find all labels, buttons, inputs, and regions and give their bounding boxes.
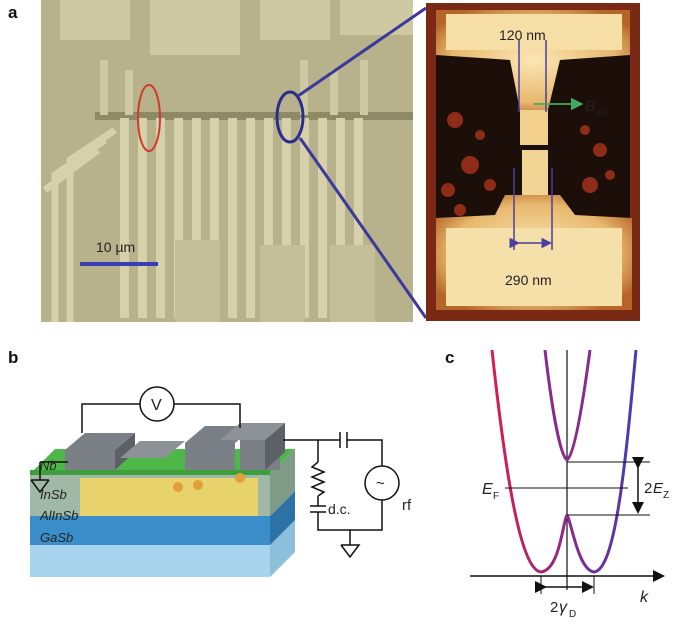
gamma-symbol: γ xyxy=(559,599,568,616)
layer-insb-label: InSb xyxy=(40,487,67,502)
rf-label: rf xyxy=(402,497,412,514)
rf-source-symbol: ~ xyxy=(376,475,385,492)
scale-bar-label: 10 µm xyxy=(96,239,135,255)
afm-width-bottom-label: 290 nm xyxy=(505,272,552,288)
band-diagram: E F 2 E Z 2 γ D k xyxy=(470,349,669,620)
optical-micrograph: 10 µm xyxy=(41,0,413,322)
voltmeter-symbol: V xyxy=(151,397,162,414)
afm-width-top-label: 120 nm xyxy=(499,27,546,43)
layer-alinsb-label: AlInSb xyxy=(39,508,78,523)
panel-b-label: b xyxy=(8,348,18,367)
ez-prefix: 2 xyxy=(644,480,652,497)
layer-gasb-label: GaSb xyxy=(40,530,73,545)
panel-c-label: c xyxy=(445,348,454,367)
scale-bar xyxy=(80,262,158,266)
ez-subscript: Z xyxy=(663,490,669,501)
bso-symbol: B xyxy=(585,98,595,115)
ef-subscript: F xyxy=(493,491,499,502)
layer-nb-label: Nb xyxy=(40,458,57,473)
device-schematic: Nb InSb AlInSb GaSb xyxy=(30,386,412,577)
zoom-lines xyxy=(297,6,428,319)
ef-symbol: E xyxy=(482,481,493,498)
ez-symbol: E xyxy=(653,480,664,497)
bso-subscript: so xyxy=(596,108,607,119)
k-axis-label: k xyxy=(640,589,649,606)
gamma-subscript: D xyxy=(569,609,576,620)
panel-a-label: a xyxy=(8,3,18,22)
gamma-prefix: 2 xyxy=(550,599,558,616)
dc-label: d.c. xyxy=(328,501,351,517)
afm-image: 120 nm 290 nm B so xyxy=(426,3,640,321)
